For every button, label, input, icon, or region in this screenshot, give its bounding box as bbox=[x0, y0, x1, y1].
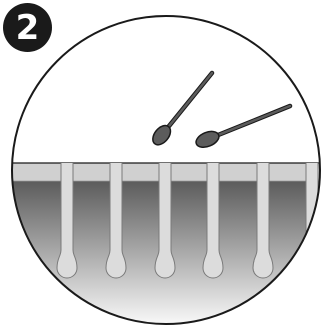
step-number-badge: 2 bbox=[3, 3, 52, 52]
